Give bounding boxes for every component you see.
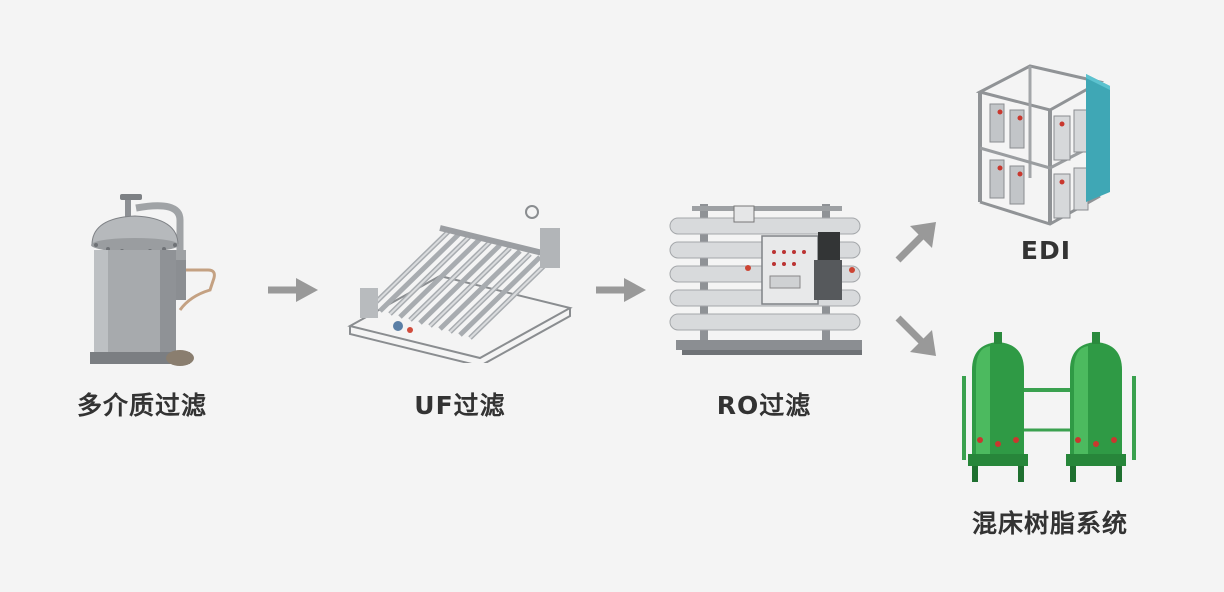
uf-membrane-rack-icon [347, 205, 573, 363]
mixed-bed-resin-tanks-icon [962, 332, 1136, 482]
ro-membrane-skid-icon [669, 204, 862, 355]
step-label-ro: RO过滤 [716, 391, 812, 420]
step-label-mixed-bed: 混床树脂系统 [971, 509, 1128, 538]
arrow-right-icon [268, 278, 318, 302]
step-label-edi: EDI [1020, 236, 1072, 265]
arrow-down-right-icon [895, 315, 936, 356]
arrow-up-right-icon [895, 222, 936, 263]
arrow-right-icon [596, 278, 646, 302]
step-label-multimedia: 多介质过滤 [76, 391, 207, 420]
multimedia-filter-tank-icon [90, 194, 216, 366]
edi-module-rack-icon [975, 64, 1110, 226]
step-label-uf: UF过滤 [414, 391, 506, 420]
